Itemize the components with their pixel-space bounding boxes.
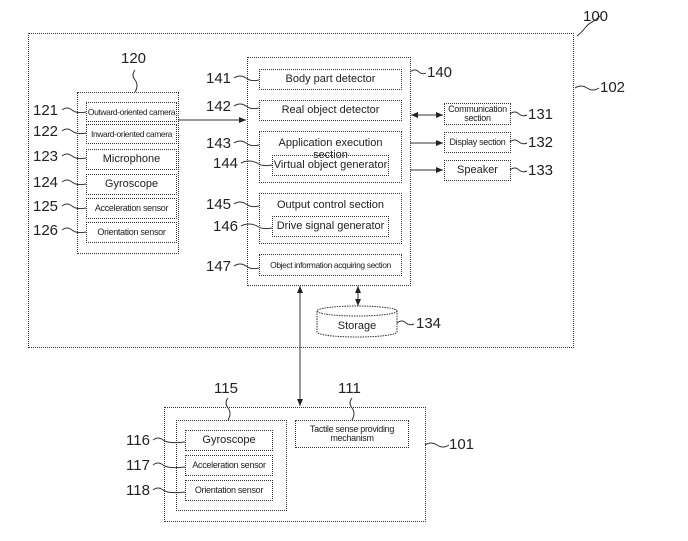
outward-camera-block: Outward-oriented camera — [86, 102, 177, 122]
leader-100 — [576, 15, 601, 37]
ref-131: 131 — [528, 106, 554, 123]
ref-125: 125 — [33, 198, 59, 215]
controller-acceleration-sensor-block: Acceleration sensor — [185, 455, 273, 476]
gyroscope-block: Gyroscope — [86, 174, 177, 195]
ref-121: 121 — [33, 102, 59, 119]
control-unit-box — [247, 57, 411, 286]
storage-label: Storage — [337, 320, 377, 332]
ref-140: 140 — [427, 64, 453, 81]
communication-label-line2: section — [464, 113, 491, 123]
communication-label-line1: Communication — [448, 104, 507, 114]
microphone-block: Microphone — [86, 149, 177, 170]
ref-144: 144 — [213, 155, 239, 172]
display-section-block: Display section — [444, 132, 511, 153]
ref-142: 142 — [206, 98, 232, 115]
body-part-detector-block: Body part detector — [259, 69, 402, 90]
ref-100: 100 — [583, 8, 609, 25]
leader-120 — [132, 69, 138, 93]
tactile-label-line1: Tactile sense providing — [309, 424, 395, 434]
communication-section-block: Communication section — [444, 103, 511, 125]
ref-124: 124 — [33, 174, 59, 191]
hmd-box — [28, 33, 574, 348]
ref-116: 116 — [126, 432, 150, 449]
controller-sensor-group-box — [176, 420, 287, 511]
speaker-block: Speaker — [444, 160, 511, 181]
ref-120: 120 — [121, 50, 147, 67]
ref-115: 115 — [214, 380, 238, 397]
ref-132: 132 — [528, 134, 554, 151]
controller-orientation-sensor-block: Orientation sensor — [185, 480, 273, 501]
ref-134: 134 — [416, 315, 442, 332]
storage-cylinder — [316, 305, 398, 338]
ref-146: 146 — [213, 218, 239, 235]
controller-box — [164, 407, 426, 522]
object-information-acquiring-block: Object information acquiring section — [259, 254, 402, 276]
controller-gyroscope-block: Gyroscope — [185, 430, 273, 451]
orientation-sensor-block: Orientation sensor — [86, 222, 177, 243]
ref-122: 122 — [33, 123, 59, 140]
inward-camera-block: Inward-oriented camera — [86, 124, 177, 144]
ref-111: 111 — [338, 380, 361, 397]
ref-118: 118 — [126, 482, 150, 499]
ref-117: 117 — [126, 457, 150, 474]
ref-101: 101 — [449, 436, 475, 453]
tactile-label-line2: mechanism — [330, 433, 374, 443]
leader-102 — [574, 85, 600, 91]
ref-143: 143 — [206, 135, 232, 152]
ref-145: 145 — [206, 196, 232, 213]
tactile-mechanism-block: Tactile sense providing mechanism — [295, 420, 409, 448]
sensor-group-box — [77, 92, 179, 254]
ref-123: 123 — [33, 148, 59, 165]
drive-signal-generator-block: Drive signal generator — [272, 216, 389, 237]
real-object-detector-block: Real object detector — [259, 100, 402, 121]
ref-126: 126 — [33, 222, 59, 239]
ref-147: 147 — [206, 258, 232, 275]
output-control-section-box: Output control section — [259, 193, 402, 244]
ref-133: 133 — [528, 162, 554, 179]
virtual-object-generator-block: Virtual object generator — [272, 155, 389, 176]
ref-102: 102 — [600, 79, 626, 96]
ref-141: 141 — [206, 70, 232, 87]
output-control-section-label: Output control section — [276, 199, 384, 211]
acceleration-sensor-block: Acceleration sensor — [86, 198, 177, 219]
